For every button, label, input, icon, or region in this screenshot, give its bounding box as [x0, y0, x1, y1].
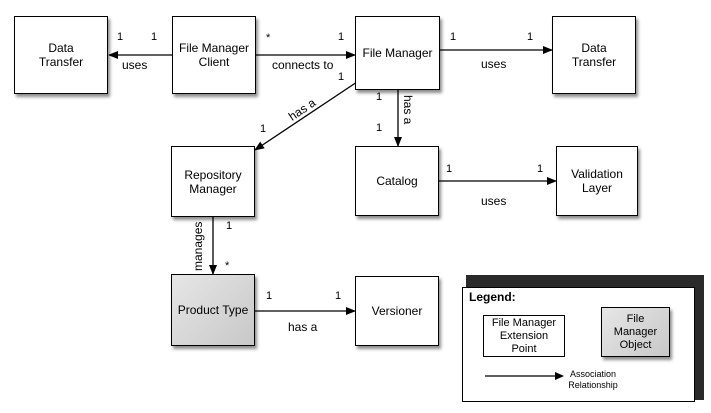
node-label: Repository Manager [184, 167, 242, 196]
multiplicity: 1 [335, 290, 342, 302]
edge-label: has a [288, 320, 318, 334]
edge-label: connects to [272, 58, 334, 72]
node-label: Data Transfer [571, 41, 617, 69]
node-label: Versioner [371, 304, 423, 318]
edge-file-manager-to-repository [254, 81, 358, 151]
node-data-transfer-right: Data Transfer [552, 16, 636, 94]
multiplicity: 1 [117, 31, 124, 43]
legend-association-label: Association Relationship [568, 369, 618, 390]
node-file-manager-client: File Manager Client [172, 16, 256, 94]
node-label: File Manager [362, 46, 433, 60]
node-file-manager: File Manager [355, 16, 440, 90]
node-catalog: Catalog [355, 146, 439, 216]
edge-label: uses [481, 57, 507, 71]
multiplicity: 1 [376, 91, 383, 103]
node-versioner: Versioner [355, 276, 439, 346]
legend-association-arrow [485, 372, 564, 380]
legend-object: File Manager Object [601, 307, 670, 357]
multiplicity: * [225, 260, 230, 272]
multiplicity: 1 [260, 123, 267, 135]
edge-label: uses [122, 58, 148, 72]
multiplicity: * [266, 32, 271, 44]
node-label: Data Transfer [38, 41, 84, 69]
legend-title: Legend: [469, 290, 516, 304]
multiplicity: 1 [338, 31, 345, 43]
legend-object-label: File Manager Object [613, 312, 658, 351]
node-product-type: Product Type [171, 274, 255, 346]
multiplicity: 1 [527, 31, 534, 43]
node-data-transfer-left: Data Transfer [14, 16, 108, 94]
multiplicity: 1 [338, 71, 345, 83]
legend-extension-point: File Manager Extension Point [483, 315, 565, 357]
multiplicity: 1 [226, 220, 233, 232]
multiplicity: 1 [537, 163, 544, 175]
node-validation-layer: Validation Layer [556, 146, 638, 216]
node-label: Catalog [376, 174, 418, 188]
multiplicity: 1 [446, 163, 453, 175]
node-label: Validation Layer [571, 167, 623, 195]
edge-label: uses [481, 194, 507, 208]
multiplicity: 1 [376, 122, 383, 134]
node-label: File Manager Client [178, 41, 250, 69]
node-repository-manager: Repository Manager [171, 146, 255, 217]
edge-label: manages [191, 221, 205, 271]
edge-label: has a [401, 95, 415, 125]
node-label: Product Type [177, 303, 249, 317]
multiplicity: 1 [266, 290, 273, 302]
multiplicity: 1 [151, 31, 158, 43]
multiplicity: 1 [450, 31, 457, 43]
legend-extension-point-label: File Manager Extension Point [491, 316, 557, 355]
legend: Legend: File Manager Extension Point Fil… [462, 287, 695, 402]
